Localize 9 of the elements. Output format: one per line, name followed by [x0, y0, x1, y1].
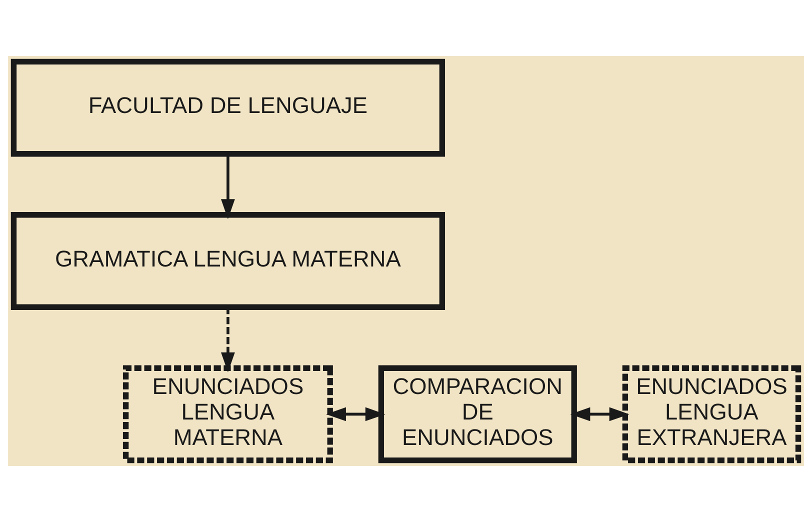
arrow — [221, 154, 235, 220]
arrow — [221, 307, 235, 372]
node-box: GRAMATICA LENGUA MATERNA — [10, 212, 446, 310]
node-box: FACULTAD DE LENGUAJE — [10, 58, 446, 157]
node-box: COMPARACION DE ENUNCIADOS — [378, 365, 577, 464]
arrow — [326, 407, 386, 422]
node-box: ENUNCIADOS LENGUA EXTRANJERA — [622, 365, 802, 464]
node-box: ENUNCIADOS LENGUA MATERNA — [122, 365, 333, 464]
arrow — [570, 407, 630, 422]
